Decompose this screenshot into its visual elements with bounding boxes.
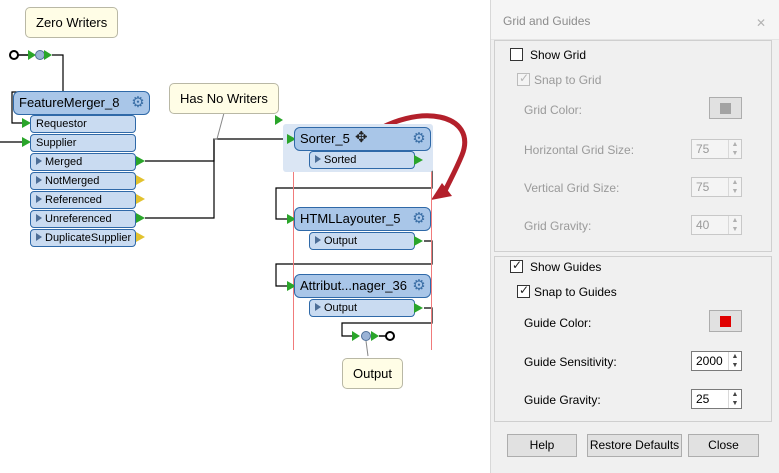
writer-end-point xyxy=(385,331,395,341)
spinner-arrows-icon[interactable]: ▲▼ xyxy=(728,216,741,234)
callout-zero-writers[interactable]: Zero Writers xyxy=(25,7,119,38)
expand-icon xyxy=(36,176,42,184)
port-htmllayouter-output[interactable]: Output xyxy=(309,232,415,250)
horizontal-grid-size-label: Horizontal Grid Size: xyxy=(524,143,635,157)
snap-to-guides-checkbox[interactable]: ✓ xyxy=(517,283,530,298)
guide-color-button[interactable] xyxy=(709,310,742,332)
attributemanager-transformer[interactable]: Attribut...nager_36 ⚙ xyxy=(294,274,431,298)
snap-to-guides-label: Snap to Guides xyxy=(534,285,617,299)
expand-icon xyxy=(36,233,42,241)
expand-icon xyxy=(36,157,42,165)
port-merged[interactable]: Merged xyxy=(30,153,136,171)
callout-has-no-writers[interactable]: Has No Writers xyxy=(169,83,279,114)
duplicatesupplier-output-arrow[interactable] xyxy=(136,232,145,242)
workspace-canvas[interactable]: Zero Writers Has No Writers Output Featu… xyxy=(0,0,485,473)
supplier-input-arrow xyxy=(22,137,31,147)
spinner-arrows-icon[interactable]: ▲▼ xyxy=(728,352,741,370)
dialog-title: Grid and Guides xyxy=(503,14,591,28)
checkmark-icon: ✓ xyxy=(512,258,523,272)
restore-defaults-button[interactable]: Restore Defaults xyxy=(587,434,682,457)
help-button[interactable]: Help xyxy=(507,434,577,457)
port-attributemanager-output[interactable]: Output xyxy=(309,299,415,317)
close-icon[interactable]: ✕ xyxy=(755,16,767,30)
expand-icon xyxy=(36,195,42,203)
grid-gravity-input[interactable]: 40▲▼ xyxy=(691,215,742,235)
port-sorted[interactable]: Sorted xyxy=(309,151,415,169)
expand-icon xyxy=(315,303,321,311)
guide-gravity-input[interactable]: 25▲▼ xyxy=(691,389,742,409)
guide-line-right[interactable] xyxy=(431,172,432,350)
gear-icon[interactable]: ⚙ xyxy=(412,210,426,227)
guide-sensitivity-input[interactable]: 2000▲▼ xyxy=(691,351,742,371)
snap-to-grid-label: Snap to Grid xyxy=(534,73,602,87)
grid-gravity-label: Grid Gravity: xyxy=(524,219,592,233)
show-grid-label: Show Grid xyxy=(530,48,587,62)
port-notmerged[interactable]: NotMerged xyxy=(30,172,136,190)
merged-output-arrow[interactable] xyxy=(136,156,145,166)
gear-icon[interactable]: ⚙ xyxy=(131,94,145,111)
guide-sensitivity-label: Guide Sensitivity: xyxy=(524,355,617,369)
show-guides-checkbox[interactable]: ✓ xyxy=(510,258,523,273)
htmllayouter-transformer[interactable]: HTMLLayouter_5 ⚙ xyxy=(294,207,431,231)
guide-gravity-label: Guide Gravity: xyxy=(524,393,601,407)
htmllayouter-title: HTMLLayouter_5 xyxy=(300,211,401,226)
checkmark-icon: ✓ xyxy=(519,283,530,297)
port-requestor[interactable]: Requestor xyxy=(30,115,136,133)
unreferenced-output-arrow[interactable] xyxy=(136,213,145,223)
port-supplier[interactable]: Supplier xyxy=(30,134,136,152)
gear-icon[interactable]: ⚙ xyxy=(412,277,426,294)
guide-color-label: Guide Color: xyxy=(524,316,592,330)
grid-color-label: Grid Color: xyxy=(524,103,583,117)
snap-to-grid-checkbox[interactable]: ✓ xyxy=(517,71,530,86)
close-button[interactable]: Close xyxy=(688,434,759,457)
expand-icon xyxy=(315,236,321,244)
sorter-transformer[interactable]: Sorter_5 ⚙ xyxy=(294,127,431,151)
grid-color-button[interactable] xyxy=(709,97,742,119)
attributemanager-title: Attribut...nager_36 xyxy=(300,278,407,293)
referenced-output-arrow[interactable] xyxy=(136,194,145,204)
show-guides-label: Show Guides xyxy=(530,260,602,274)
attributemanager-output-arrow[interactable] xyxy=(414,303,423,313)
notmerged-output-arrow[interactable] xyxy=(136,175,145,185)
spinner-arrows-icon[interactable]: ▲▼ xyxy=(728,178,741,196)
writer-node[interactable] xyxy=(361,331,371,341)
htmllayouter-output-arrow[interactable] xyxy=(414,236,423,246)
red-arrow xyxy=(364,113,467,195)
guide-color-swatch xyxy=(720,316,731,327)
port-unreferenced[interactable]: Unreferenced xyxy=(30,210,136,228)
horizontal-grid-size-input[interactable]: 75▲▼ xyxy=(691,139,742,159)
spinner-arrows-icon[interactable]: ▲▼ xyxy=(728,140,741,158)
requestor-input-arrow xyxy=(22,118,31,128)
grid-and-guides-dialog: Grid and Guides ✕ Show Grid ✓ Snap to Gr… xyxy=(490,0,779,473)
creator-node[interactable] xyxy=(35,50,45,60)
grid-color-swatch xyxy=(720,103,731,114)
port-referenced[interactable]: Referenced xyxy=(30,191,136,209)
creator-start-point xyxy=(9,50,19,60)
guide-line-left[interactable] xyxy=(293,172,294,350)
vertical-grid-size-input[interactable]: 75▲▼ xyxy=(691,177,742,197)
sorted-output-arrow[interactable] xyxy=(414,155,423,165)
attributemanager-input-arrow xyxy=(287,281,296,291)
spinner-arrows-icon[interactable]: ▲▼ xyxy=(728,390,741,408)
gear-icon[interactable]: ⚙ xyxy=(412,130,426,147)
sorter-input-arrow xyxy=(287,134,296,144)
vertical-grid-size-label: Vertical Grid Size: xyxy=(524,181,620,195)
checkmark-icon: ✓ xyxy=(519,71,530,85)
move-cursor-icon: ✥ xyxy=(355,129,368,146)
show-grid-checkbox[interactable] xyxy=(510,48,523,61)
port-duplicatesupplier[interactable]: DuplicateSupplier xyxy=(30,229,136,247)
sorter-title: Sorter_5 xyxy=(300,131,350,146)
featuremerger-transformer[interactable]: FeatureMerger_8 ⚙ xyxy=(13,91,150,115)
dialog-titlebar[interactable]: Grid and Guides ✕ xyxy=(491,0,779,40)
htmllayouter-input-arrow xyxy=(287,214,296,224)
expand-icon xyxy=(36,214,42,222)
callout-output[interactable]: Output xyxy=(342,358,404,389)
featuremerger-title: FeatureMerger_8 xyxy=(19,95,120,110)
expand-icon xyxy=(315,155,321,163)
